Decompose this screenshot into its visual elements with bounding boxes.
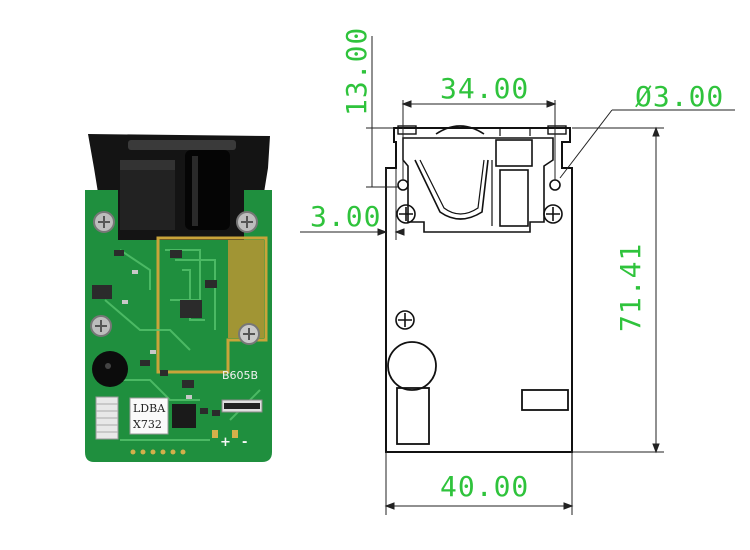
mount-hole-left [397,179,409,191]
drawing-screw-left [396,204,416,224]
board-label: B605B [222,369,258,382]
dim-width: 40.00 [440,470,529,503]
lens-cone [414,159,489,220]
dim-hole-spacing: 34.00 [440,72,529,105]
lens-window [120,160,175,230]
lens-barrel [185,150,230,230]
screw-mid-right [238,323,260,345]
drawing-screw-mid [395,310,415,330]
drawing-screw-right [543,204,563,224]
drawing-fpc [521,389,569,411]
gold-shield-pad [156,236,268,374]
minus-marking: - [242,435,247,450]
plus-marking: + [220,435,231,450]
housing-ridge [128,140,236,150]
screw-top-right [236,211,258,233]
dimension-lines [300,36,735,515]
dim-top-offset: 13.00 [340,27,373,116]
module-photo: LDBA X732 B605B + - [85,134,272,462]
dim-height: 71.41 [614,243,647,332]
drawing-connector [396,387,430,445]
chip-sticker [129,397,169,435]
chip-label-line1: LDBA [133,402,166,415]
receiver-block [495,139,533,167]
mount-hole-right [549,179,561,191]
ic-chip [172,404,196,428]
dim-side-offset: 3.00 [310,200,381,233]
lens-top-arc [435,125,485,135]
smd-components [92,250,220,416]
technical-drawing [385,125,573,453]
screw-mid-left [90,315,112,337]
top-housing-outline [402,137,554,233]
chip-label-line2: X732 [133,418,162,431]
buzzer [92,351,128,387]
screw-top-left [93,211,115,233]
edge-pads [130,449,186,455]
capacitors [122,270,192,399]
dim-hole-diameter: Ø3.00 [635,80,724,113]
drawing-buzzer [387,341,437,391]
